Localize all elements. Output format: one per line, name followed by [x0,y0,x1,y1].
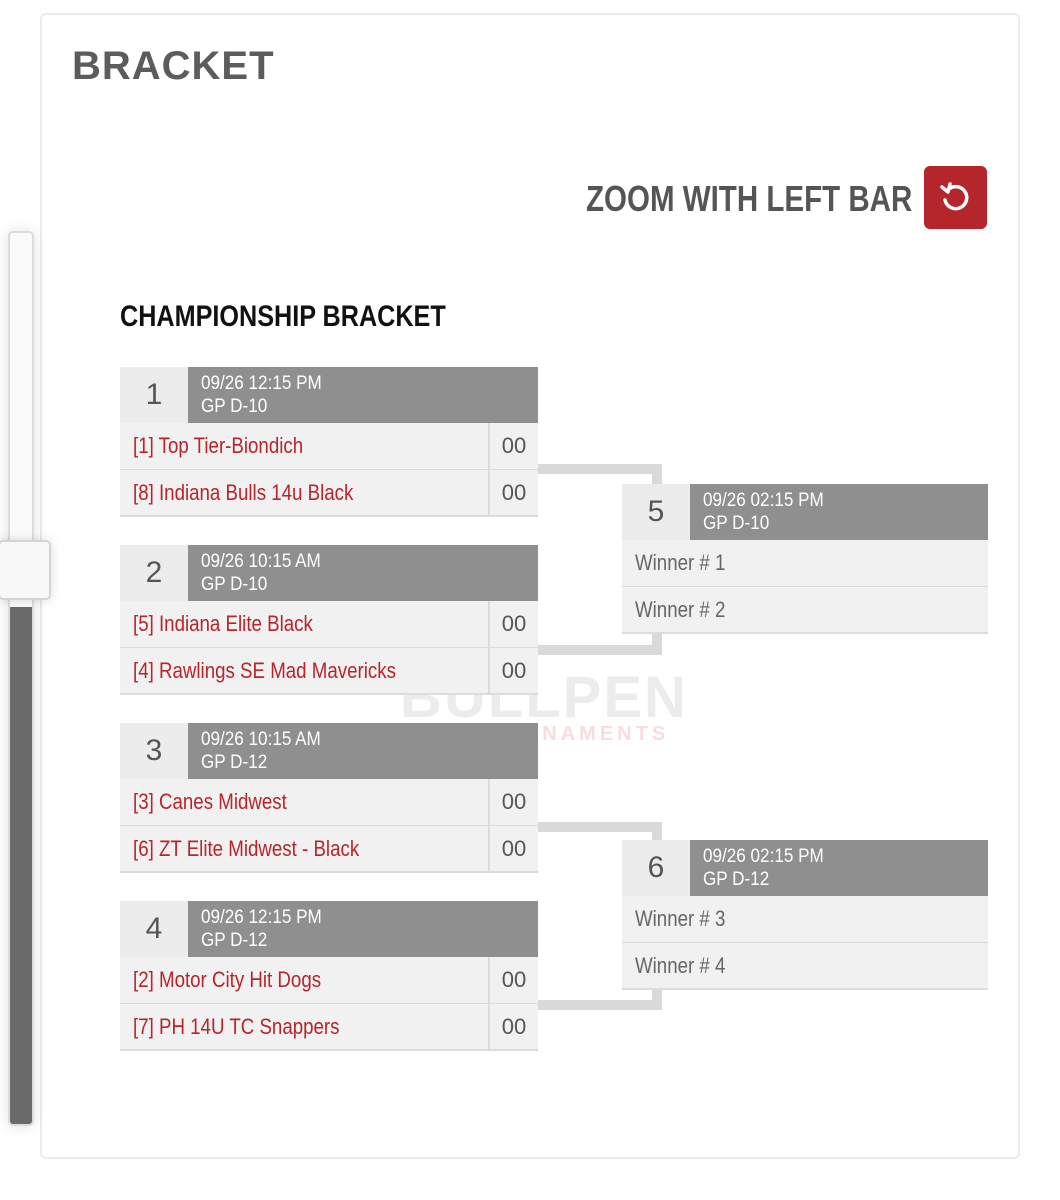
connector-m4-v [652,988,662,1010]
team-link[interactable]: [7] PH 14U TC Snappers [133,1013,340,1039]
connector-m2-v [652,632,662,655]
reset-zoom-button[interactable] [924,166,987,229]
team-row: Winner # 2 [622,587,988,634]
match-number: 6 [622,840,690,896]
team-link[interactable]: [6] ZT Elite Midwest - Black [133,835,360,861]
match-info: 09/26 10:15 AM GP D-12 [188,723,538,779]
zoom-slider-track[interactable] [8,231,34,1126]
team-link[interactable]: [3] Canes Midwest [133,789,287,814]
connector-m3 [538,822,662,832]
match-header: 2 09/26 10:15 AM GP D-10 [120,545,538,601]
team-link[interactable]: [1] Top Tier-Biondich [133,433,304,458]
match-number: 3 [120,723,188,779]
match-header: 1 09/26 12:15 PM GP D-10 [120,367,538,423]
team-row: [5] Indiana Elite Black 00 [120,601,538,648]
team-placeholder: Winner # 4 [635,952,726,978]
match-4: 4 09/26 12:15 PM GP D-12 [2] Motor City … [120,901,538,1051]
reset-icon [940,182,969,211]
team-placeholder: Winner # 1 [635,550,726,575]
team-row: [2] Motor City Hit Dogs 00 [120,957,538,1004]
match-datetime: 09/26 12:15 PM [201,373,322,394]
team-row: [3] Canes Midwest 00 [120,779,538,826]
match-number: 4 [120,901,188,957]
match-number: 5 [622,484,690,540]
team-row: [7] PH 14U TC Snappers 00 [120,1004,538,1051]
team-score: 00 [488,648,538,693]
team-row: [1] Top Tier-Biondich 00 [120,423,538,470]
match-5: 5 09/26 02:15 PM GP D-10 Winner # 1 Winn… [622,484,988,634]
match-datetime: 09/26 02:15 PM [703,490,824,511]
match-field: GP D-10 [703,513,770,534]
match-field: GP D-12 [201,752,268,773]
team-score: 00 [488,779,538,825]
match-1: 1 09/26 12:15 PM GP D-10 [1] Top Tier-Bi… [120,367,538,517]
match-datetime: 09/26 10:15 AM [201,729,321,750]
team-row: Winner # 4 [622,943,988,990]
match-info: 09/26 10:15 AM GP D-10 [188,545,538,601]
team-row: [6] ZT Elite Midwest - Black 00 [120,826,538,873]
match-info: 09/26 12:15 PM GP D-12 [188,901,538,957]
match-2: 2 09/26 10:15 AM GP D-10 [5] Indiana Eli… [120,545,538,695]
connector-m4 [538,1000,662,1010]
match-info: 09/26 02:15 PM GP D-10 [690,484,988,540]
zoom-label: ZOOM WITH LEFT BAR [586,178,913,219]
match-number: 1 [120,367,188,423]
team-score: 00 [488,423,538,469]
team-row: [8] Indiana Bulls 14u Black 00 [120,470,538,517]
team-row: [4] Rawlings SE Mad Mavericks 00 [120,648,538,695]
connector-m3-v [652,822,662,850]
bracket-section-title: CHAMPIONSHIP BRACKET [120,300,446,333]
connector-m2 [538,645,662,655]
match-field: GP D-10 [201,396,268,417]
match-header: 5 09/26 02:15 PM GP D-10 [622,484,988,540]
match-header: 3 09/26 10:15 AM GP D-12 [120,723,538,779]
zoom-slider-fill [10,607,32,1124]
connector-m1-v [652,464,662,494]
match-datetime: 09/26 12:15 PM [201,907,322,928]
match-header: 4 09/26 12:15 PM GP D-12 [120,901,538,957]
team-row: Winner # 3 [622,896,988,943]
page-title: BRACKET [72,44,275,88]
team-score: 00 [488,470,538,515]
match-info: 09/26 12:15 PM GP D-10 [188,367,538,423]
team-link[interactable]: [2] Motor City Hit Dogs [133,967,322,992]
team-placeholder: Winner # 3 [635,906,726,931]
team-link[interactable]: [8] Indiana Bulls 14u Black [133,479,354,505]
connector-m1 [538,464,662,474]
match-number: 2 [120,545,188,601]
match-datetime: 09/26 02:15 PM [703,846,824,867]
team-score: 00 [488,601,538,647]
team-score: 00 [488,1004,538,1049]
match-field: GP D-10 [201,574,268,595]
team-link[interactable]: [5] Indiana Elite Black [133,611,313,636]
match-field: GP D-12 [703,869,770,890]
team-score: 00 [488,957,538,1003]
team-placeholder: Winner # 2 [635,596,726,622]
match-datetime: 09/26 10:15 AM [201,551,321,572]
team-score: 00 [488,826,538,871]
match-info: 09/26 02:15 PM GP D-12 [690,840,988,896]
match-6: 6 09/26 02:15 PM GP D-12 Winner # 3 Winn… [622,840,988,990]
match-field: GP D-12 [201,930,268,951]
match-header: 6 09/26 02:15 PM GP D-12 [622,840,988,896]
match-3: 3 09/26 10:15 AM GP D-12 [3] Canes Midwe… [120,723,538,873]
zoom-slider-handle[interactable] [0,540,51,600]
team-row: Winner # 1 [622,540,988,587]
team-link[interactable]: [4] Rawlings SE Mad Mavericks [133,657,396,683]
